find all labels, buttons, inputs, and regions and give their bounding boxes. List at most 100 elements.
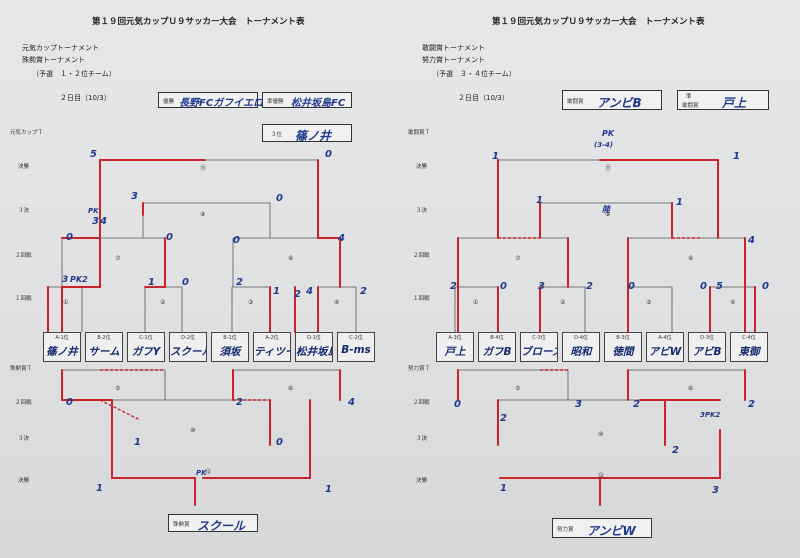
right-subtitle-2: 努力賞トーナメント — [422, 56, 485, 64]
left-score: 1 — [273, 286, 280, 297]
right-match-2: ② — [560, 299, 566, 306]
right-runnerup-label-b: 敢闘賞 — [682, 103, 699, 109]
left-score: 5 — [90, 149, 97, 160]
left-score: 3 — [131, 191, 138, 202]
right-score: 3PK2 — [700, 411, 721, 419]
left-score: 4 — [338, 233, 345, 244]
left-match-1: ① — [63, 299, 69, 306]
left-match-10: ⑩ — [190, 427, 196, 434]
right-score: 0 — [500, 281, 507, 292]
team-code: A-4位 — [658, 335, 672, 341]
right-award-box: 努力賞 アンビW — [552, 518, 652, 538]
left-score: 2 — [236, 397, 243, 408]
team-code: D-3位 — [700, 335, 714, 341]
left-score: 4 — [100, 216, 107, 227]
left-side-label-0: 元気カップＴ — [10, 130, 44, 136]
right-team-slot: B-4位ガフB — [478, 332, 516, 362]
right-score: 2 — [500, 413, 507, 424]
left-match-6: ⑥ — [288, 385, 294, 392]
right-team-slot: C-3位ブローズ — [520, 332, 558, 362]
right-side-label-2: ３決 — [416, 208, 428, 214]
left-team-slot: A-2位ティツーレ — [253, 332, 291, 362]
left-match-11: ⑪ — [200, 165, 207, 172]
right-score: 1 — [676, 197, 683, 208]
team-name: ブローズ — [521, 346, 557, 358]
right-award-label: 努力賞 — [557, 527, 574, 533]
left-match-8: ⑧ — [288, 255, 294, 262]
team-name: スクール — [170, 346, 206, 358]
team-name: 戸上 — [444, 346, 466, 358]
right-score: 0 — [628, 281, 635, 292]
right-side-label-5: 努力賞Ｔ — [408, 366, 431, 372]
team-code: D-1位 — [307, 335, 321, 341]
team-name: B-ms — [341, 344, 371, 356]
team-name: 松井坂島 — [296, 346, 332, 358]
left-side-label-6: ２回戦 — [15, 400, 32, 406]
right-side-label-7: ３決 — [416, 436, 428, 442]
right-side-label-8: 決勝 — [416, 478, 428, 484]
right-team-slot: B-3位徳間 — [604, 332, 642, 362]
team-name: ガフB — [482, 346, 512, 358]
left-score: 1 — [148, 277, 155, 288]
right-team-slot: D-4位昭和 — [562, 332, 600, 362]
left-score: 1 — [325, 484, 332, 495]
right-score: 3 — [712, 485, 719, 496]
left-match-2: ② — [160, 299, 166, 306]
team-code: A-1位 — [55, 335, 69, 341]
left-sheet-title: 第１９回元気カップＵ９サッカー大会 トーナメント表 — [92, 17, 305, 27]
right-score: 2 — [672, 445, 679, 456]
left-score: 0 — [325, 149, 332, 160]
left-score: 3 — [92, 216, 99, 227]
right-day-label: ２日目（10/3） — [458, 94, 509, 102]
left-side-label-7: ３決 — [18, 436, 30, 442]
team-code: C-3位 — [532, 335, 546, 341]
left-score: 0 — [182, 277, 189, 288]
right-side-label-4: １回戦 — [413, 296, 430, 302]
team-name: 徳間 — [612, 346, 634, 358]
left-side-label-1: 決勝 — [18, 164, 30, 170]
left-runnerup-box: 準優勝 松井坂島FC — [262, 92, 352, 109]
right-side-label-0: 敢闘賞Ｔ — [408, 130, 431, 136]
left-third-box: ３位 篠ノ井 — [262, 124, 352, 143]
right-score: 2 — [450, 281, 457, 292]
team-code: C-2位 — [349, 335, 363, 341]
right-score: (3-4) — [594, 141, 614, 149]
left-score: PK — [196, 469, 207, 477]
team-code: A-2位 — [265, 335, 279, 341]
right-award-value: アンビW — [587, 524, 636, 538]
left-score: 0 — [66, 397, 73, 408]
left-day-label: ２日目（10/3） — [60, 94, 111, 102]
team-name: ティツーレ — [254, 346, 290, 358]
left-match-4: ④ — [334, 299, 340, 306]
team-name: 須坂 — [219, 346, 241, 358]
left-award-box: 殊勲賞 スクール — [168, 514, 258, 533]
left-team-slot: C-1位ガフY — [127, 332, 165, 362]
left-score: 0 — [276, 437, 283, 448]
right-match-12: ⑫ — [598, 473, 605, 480]
left-team-slot: D-2位スクール — [169, 332, 207, 362]
right-score: 2 — [586, 281, 593, 292]
team-code: C-4位 — [742, 335, 756, 341]
right-match-7: ⑦ — [515, 255, 521, 262]
left-team-slot: D-1位松井坂島 — [295, 332, 333, 362]
right-match-4: ④ — [730, 299, 736, 306]
team-name: 東御 — [738, 346, 760, 358]
left-score: 1 — [96, 483, 103, 494]
team-code: D-2位 — [181, 335, 195, 341]
right-team-slot: D-3位アビB — [688, 332, 726, 362]
left-subtitle-1: 元気カップトーナメント — [22, 44, 99, 52]
left-score: 2 — [294, 289, 301, 300]
left-third-label: ３位 — [271, 132, 283, 138]
left-winner-label: 優勝 — [163, 99, 175, 105]
team-code: B-1位 — [223, 335, 237, 341]
right-score: 1 — [500, 483, 507, 494]
right-score: PK — [602, 129, 615, 138]
left-award-label: 殊勲賞 — [173, 522, 190, 528]
left-score: PK2 — [70, 275, 88, 284]
left-side-label-3: ２回戦 — [15, 253, 32, 259]
left-score: 2 — [236, 277, 243, 288]
right-subtitle-3: （予選 ３・４位チーム） — [432, 70, 516, 78]
left-runnerup-label: 準優勝 — [267, 99, 284, 105]
right-score: 5 — [716, 281, 723, 292]
